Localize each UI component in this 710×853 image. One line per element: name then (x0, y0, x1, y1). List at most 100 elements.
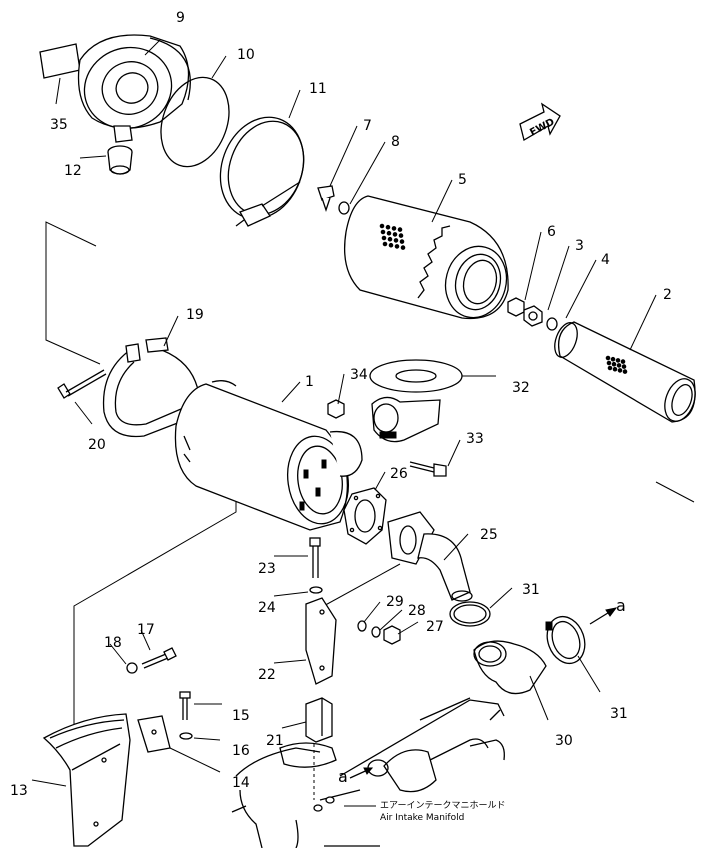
forward-arrow: FWD (519, 102, 561, 141)
part-16-washer (179, 732, 193, 740)
leader-line-27 (397, 621, 419, 635)
part-34-nut (327, 399, 345, 419)
leader-line-8 (349, 141, 386, 205)
leader-line-26 (374, 471, 386, 491)
leader-line-21 (281, 721, 307, 729)
part-13-support (42, 713, 131, 847)
callout-19: 19 (186, 307, 204, 323)
perforation-dot (382, 241, 388, 247)
perforation-dot (621, 364, 627, 369)
part-14-bracket (137, 715, 171, 753)
callout-22: 22 (258, 667, 276, 683)
perforation-dot (398, 233, 404, 238)
perforation-dot (394, 244, 400, 249)
leader-line-33 (447, 439, 461, 467)
leader-line-31 (577, 655, 601, 693)
leader-line-7 (329, 125, 358, 187)
leader-line-11 (288, 89, 301, 119)
callout-29: 29 (386, 594, 404, 610)
perforation-dot (622, 369, 628, 374)
part-24-washer (309, 586, 323, 594)
perforation-dot (379, 223, 385, 229)
part-31-hose-clamp-right (545, 615, 586, 665)
part-18-washer (126, 662, 138, 674)
perforation-dot (381, 235, 387, 241)
perforation-dot (607, 365, 613, 371)
callout-31: 31 (522, 582, 540, 598)
leader-line-25 (443, 533, 469, 561)
perforation-dot (385, 224, 391, 230)
callout-23: 23 (258, 561, 276, 577)
ref-letter-a-top: a (616, 596, 626, 615)
part-9-end-cap (77, 34, 191, 143)
perforation-dot (399, 239, 405, 244)
leader-line-12 (79, 155, 107, 159)
callout-4: 4 (601, 252, 610, 268)
leader-line-16 (193, 737, 221, 741)
perforation-dot (392, 232, 398, 237)
part-22-bracket (305, 597, 337, 685)
callout-18: 18 (104, 635, 122, 651)
leader-line-1 (281, 381, 301, 403)
callout-7: 7 (363, 118, 372, 134)
ref-letter-a-bottom: a (338, 767, 348, 786)
perforation-dot (606, 360, 612, 366)
callout-3: 3 (575, 238, 584, 254)
part-35-plate (39, 43, 81, 79)
callout-9: 9 (176, 10, 185, 26)
leader-line-28 (379, 609, 403, 631)
manifold-label: エアーインテークマニホールド Air Intake Manifold (344, 800, 505, 823)
reference-lines (45, 221, 695, 760)
callout-27: 27 (426, 619, 444, 635)
callout-17: 17 (137, 622, 155, 638)
perforation-dot (388, 242, 394, 248)
callout-10: 10 (237, 47, 255, 63)
part-10-o-ring (160, 76, 230, 168)
leader-line-20 (74, 401, 93, 425)
callout-20: 20 (88, 437, 106, 453)
perforation-dot (610, 356, 616, 362)
perforation-dot (612, 366, 618, 372)
leader-line-17 (140, 629, 151, 651)
callout-31: 31 (610, 706, 628, 722)
leader-line-30 (529, 675, 549, 721)
part-8-washer (338, 201, 350, 215)
part-32-gasket (369, 359, 463, 393)
leader-line-35 (55, 77, 61, 105)
part-11-clamp-band (219, 116, 305, 227)
part-15-bolt (179, 691, 191, 720)
part-33-bolt (409, 461, 447, 477)
part-12-evacuator-valve (107, 145, 133, 175)
part-3-nut (523, 305, 543, 327)
leader-line-10 (211, 55, 227, 79)
callout-15: 15 (232, 708, 250, 724)
engine-block (231, 697, 505, 849)
part-2-inner-element (554, 321, 696, 423)
manifold-label-jp: エアーインテークマニホールド (380, 800, 505, 811)
perforation-dot (400, 245, 406, 250)
leader-line-24 (273, 591, 309, 597)
callout-33: 33 (466, 431, 484, 447)
callout-2: 2 (663, 287, 672, 303)
part-5-outer-element (343, 195, 509, 320)
leader-line-9 (144, 39, 161, 56)
callout-16: 16 (232, 743, 250, 759)
callout-30: 30 (555, 733, 573, 749)
leader-line-29 (363, 601, 381, 623)
perforation-dot (605, 355, 611, 361)
leader-line-19 (163, 315, 179, 347)
callout-12: 12 (64, 163, 82, 179)
callout-14: 14 (232, 775, 250, 791)
leader-line-18 (109, 643, 127, 665)
part-19-mounting-band (102, 337, 207, 438)
leader-line-14 (169, 747, 221, 773)
leader-line-3 (547, 245, 570, 311)
perforation-dot (397, 227, 403, 232)
perforation-dot (386, 230, 392, 236)
leader-line-31 (489, 587, 513, 609)
perforation-dot (380, 229, 386, 235)
callout-5: 5 (458, 172, 467, 188)
perforation-dot (391, 226, 397, 231)
callout-8: 8 (391, 134, 400, 150)
